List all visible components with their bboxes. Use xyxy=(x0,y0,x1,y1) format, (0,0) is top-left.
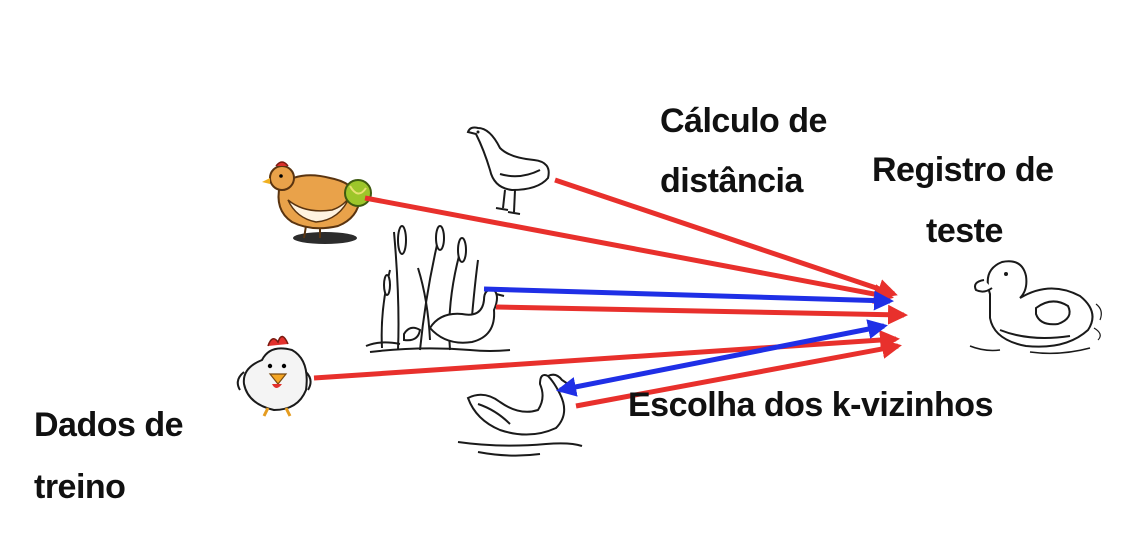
arrow-swan-test-neighbor xyxy=(556,319,888,397)
neighbors-label: Escolha dos k-vizinhos xyxy=(628,386,993,424)
test-record-label-line2: teste xyxy=(926,212,1003,250)
duck-toy-icon xyxy=(969,260,1102,355)
chicken-icon xyxy=(236,335,312,417)
arrow-goose-test xyxy=(554,177,898,299)
arrow-duck-test-neighbor xyxy=(483,286,894,311)
arrow-hen-test xyxy=(364,195,894,304)
hen-icon xyxy=(262,161,372,244)
arrow-chicken-test xyxy=(313,330,900,381)
arrow-duck-test-distance xyxy=(495,304,908,325)
neighbor-arrows xyxy=(483,286,894,397)
test-record-label-line1: Registro de xyxy=(872,151,1054,189)
goose-icon xyxy=(466,126,550,215)
distance-label-line2: distância xyxy=(660,162,803,200)
training-data-label-line1: Dados de xyxy=(34,406,184,444)
training-data-label-line2: treino xyxy=(34,468,126,506)
distance-label-line1: Cálculo de xyxy=(660,102,827,140)
